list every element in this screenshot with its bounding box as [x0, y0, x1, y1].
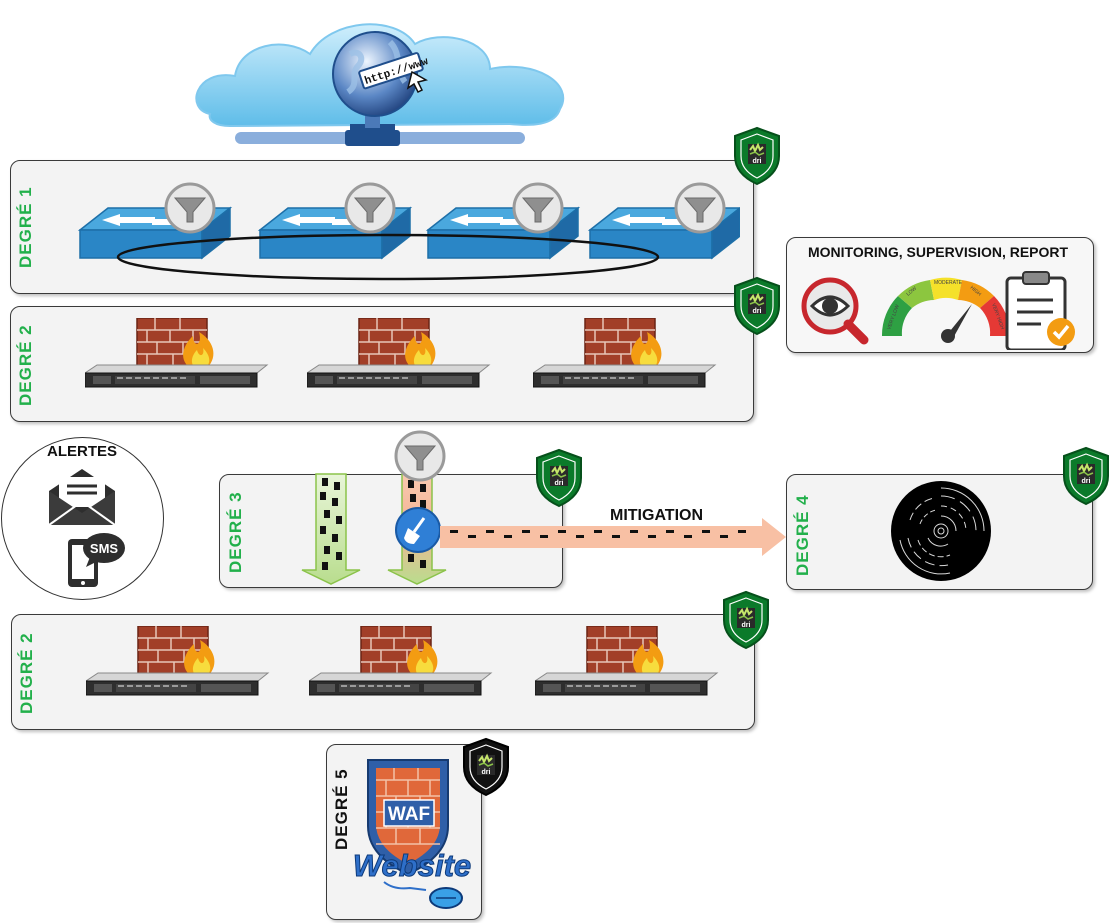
shield-text-2: dri — [753, 308, 762, 315]
tier-label-degre2-bottom: DEGRÉ 2 — [17, 632, 36, 714]
switch-3 — [426, 182, 580, 260]
shield-badge-degre2-top: dri — [733, 276, 781, 336]
website-label: Website — [353, 848, 471, 883]
waf-website-icon: WAF Website — [350, 756, 478, 918]
internet-cloud: http://www — [190, 14, 580, 154]
firewall-bottom-1 — [86, 626, 269, 696]
gauge-label-moderate: MODERATE — [934, 280, 963, 286]
alerts-title: ALERTES — [47, 443, 118, 460]
tier-label-degre1: DEGRÉ 1 — [16, 186, 35, 268]
shield-badge-degre4: dri — [1062, 446, 1110, 506]
tier-label-degre5: DEGRÉ 5 — [332, 768, 351, 850]
mitigation-arrow — [440, 516, 788, 558]
switch-2 — [258, 182, 412, 260]
tier-label-degre3: DEGRÉ 3 — [226, 491, 245, 573]
tier-label-degre4: DEGRÉ 4 — [793, 494, 812, 576]
traffic-scrubbing — [290, 428, 470, 588]
shield-badge-degre3: dri — [535, 448, 583, 508]
shield-badge-degre2-bottom: dri — [722, 590, 770, 650]
blackhole-icon — [890, 480, 992, 582]
sms-phone-icon: SMS — [64, 531, 126, 589]
firewall-top-2 — [307, 318, 490, 388]
switch-4 — [588, 182, 742, 260]
sms-label: SMS — [90, 541, 119, 556]
waf-badge: WAF — [388, 804, 430, 825]
risk-gauge-icon: VERY LOW LOW MODERATE HIGH VERY HIGH — [881, 277, 1011, 343]
shield-text-5: dri — [742, 622, 751, 629]
shield-badge-degre5: dri — [462, 737, 510, 797]
firewall-top-3 — [533, 318, 716, 388]
monitoring-icons: VERY LOW LOW MODERATE HIGH VERY HIGH — [800, 266, 1090, 352]
shield-text-1: dri — [753, 158, 762, 165]
shield-text-3: dri — [555, 480, 564, 487]
shield-text-6: dri — [482, 769, 491, 776]
shield-text-4: dri — [1082, 478, 1091, 485]
monitoring-title: MONITORING, SUPERVISION, REPORT — [808, 244, 1069, 260]
switch-ring — [40, 165, 742, 290]
firewall-bottom-3 — [535, 626, 718, 696]
magnifier-eye-icon — [801, 277, 869, 345]
shield-badge-degre1: dri — [733, 126, 781, 186]
report-clipboard-icon — [1005, 271, 1075, 352]
firewall-bottom-2 — [309, 626, 492, 696]
mitigation-label: MITIGATION — [610, 507, 704, 524]
firewall-top-1 — [85, 318, 268, 388]
tier-label-degre2-top: DEGRÉ 2 — [16, 324, 35, 406]
email-icon — [47, 469, 117, 527]
